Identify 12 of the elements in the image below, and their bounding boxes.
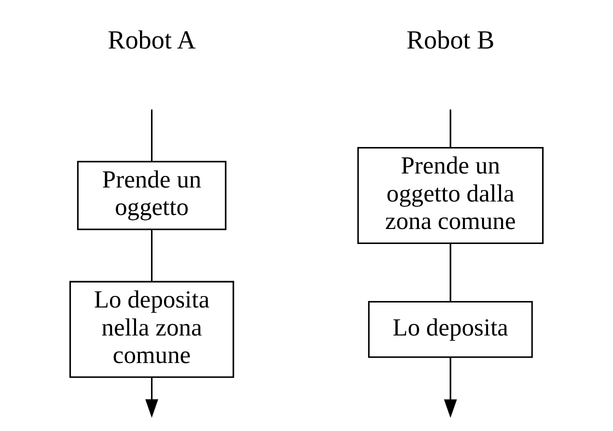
node-box: Prende un oggetto bbox=[77, 160, 226, 230]
connector bbox=[450, 110, 452, 148]
node-box: Lo deposita bbox=[368, 300, 533, 358]
label: Robot A bbox=[108, 25, 196, 54]
connector bbox=[150, 110, 153, 162]
arrow bbox=[145, 377, 158, 418]
arrow bbox=[444, 357, 457, 418]
connector bbox=[150, 229, 153, 282]
label: Robot B bbox=[406, 25, 494, 54]
node-box: Lo deposita nella zona comune bbox=[69, 280, 234, 378]
connector bbox=[450, 244, 452, 302]
node-box: Prende un oggetto dalla zona comune bbox=[357, 146, 544, 244]
